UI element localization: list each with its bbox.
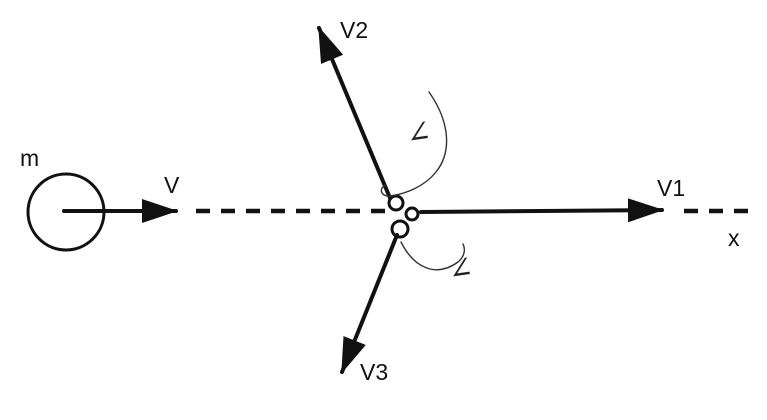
v2-label: V2 bbox=[340, 17, 368, 43]
v2-arrow bbox=[317, 26, 392, 200]
knot-circle-3 bbox=[390, 219, 410, 239]
knot-circle-2 bbox=[404, 206, 420, 222]
v1-label: V1 bbox=[657, 175, 685, 201]
knot-circle-1 bbox=[387, 194, 405, 212]
v3-label: V3 bbox=[360, 359, 388, 385]
upper-angle-label: ∠ bbox=[404, 114, 434, 152]
initial-velocity-label: V bbox=[164, 172, 180, 198]
upper-angle-arc bbox=[380, 91, 448, 197]
mass-label: m bbox=[20, 145, 39, 171]
x-axis-label: x bbox=[728, 225, 740, 251]
lower-angle-arc bbox=[400, 241, 466, 271]
lower-angle-label: ∠ bbox=[446, 250, 476, 288]
v1-arrow bbox=[419, 198, 664, 223]
v3-arrow bbox=[340, 233, 399, 374]
